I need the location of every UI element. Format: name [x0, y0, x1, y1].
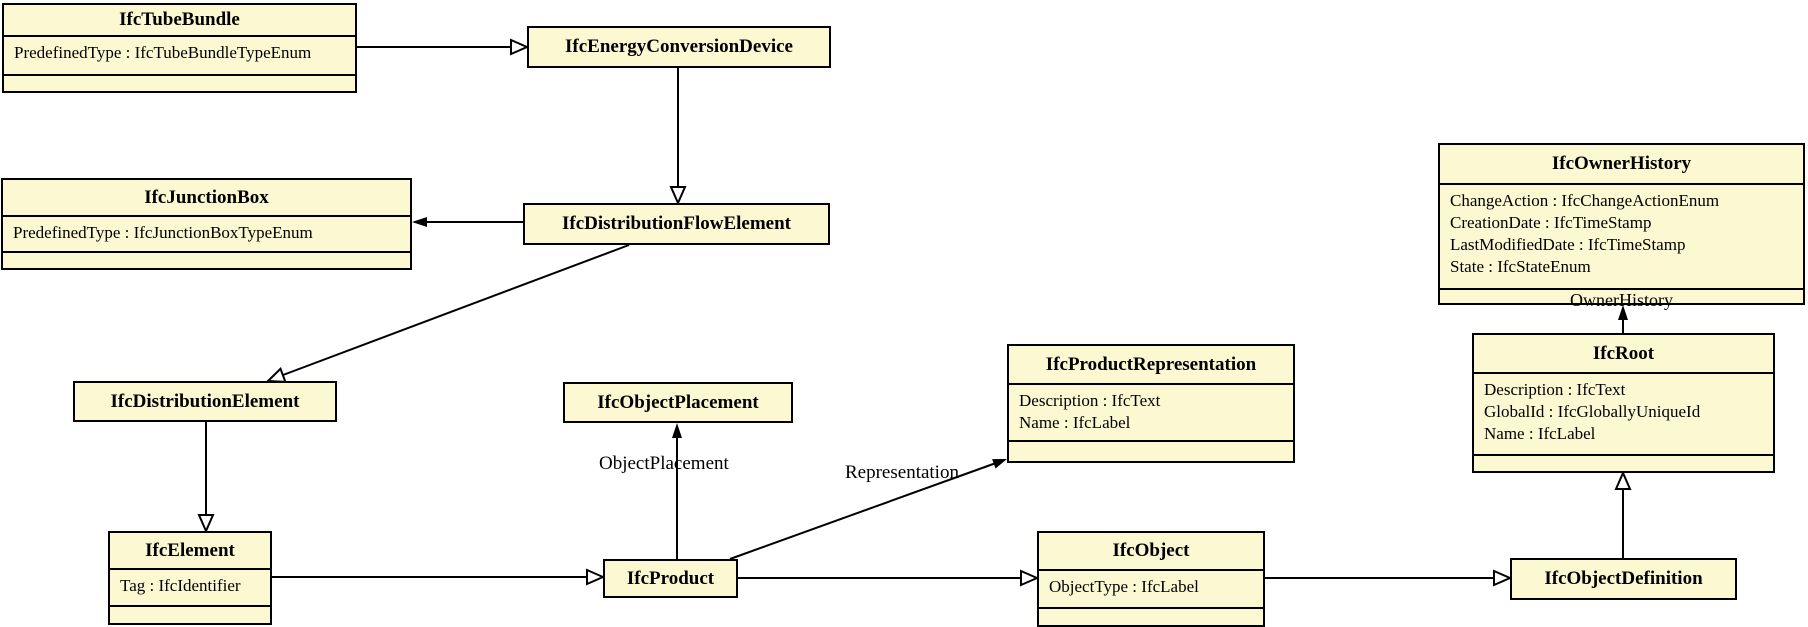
attribute-line: Description : IfcText	[1484, 380, 1626, 399]
class-title: IfcObject	[1112, 540, 1190, 561]
class-ifcdistributionflowelement: IfcDistributionFlowElement	[523, 203, 830, 245]
class-ifcjunctionbox: IfcJunctionBox PredefinedType : IfcJunct…	[1, 178, 412, 270]
hollow-arrowhead	[669, 186, 687, 206]
class-empty-compartment	[110, 605, 270, 623]
class-title: IfcProductRepresentation	[1045, 353, 1257, 375]
plain-arrowhead	[992, 459, 1007, 469]
attribute-line: CreationDate : IfcTimeStamp	[1450, 213, 1652, 232]
hollow-arrowhead	[586, 568, 606, 586]
class-empty-compartment	[1009, 440, 1293, 461]
plain-arrowhead	[672, 423, 682, 438]
attribute-line: PredefinedType : IfcJunctionBoxTypeEnum	[13, 223, 313, 242]
class-attributes: PredefinedType : IfcJunctionBoxTypeEnum	[3, 215, 410, 251]
plain-arrowhead	[1618, 305, 1628, 320]
edge-product-productrepresentation	[729, 462, 997, 560]
class-ifcroot: IfcRoot Description : IfcText GlobalId :…	[1472, 333, 1775, 473]
attribute-line: Name : IfcLabel	[1484, 424, 1596, 443]
attribute-line: ChangeAction : IfcChangeActionEnum	[1450, 191, 1720, 210]
class-ifctubebundle: IfcTubeBundle PredefinedType : IfcTubeBu…	[2, 3, 357, 93]
class-ifcownerhistory: IfcOwnerHistory ChangeAction : IfcChange…	[1438, 143, 1805, 310]
class-title: IfcObjectPlacement	[597, 391, 759, 413]
class-title: IfcObjectDefinition	[1544, 568, 1703, 589]
hollow-arrowhead	[1020, 569, 1040, 587]
attribute-line: Name : IfcLabel	[1019, 413, 1131, 432]
hollow-arrowhead	[265, 367, 287, 383]
class-attributes: ChangeAction : IfcChangeActionEnum Creat…	[1440, 183, 1803, 288]
class-title: IfcDistributionElement	[110, 390, 300, 412]
class-attributes: Description : IfcText GlobalId : IfcGlob…	[1474, 372, 1773, 454]
class-empty-compartment	[3, 251, 410, 268]
class-title: IfcDistributionFlowElement	[561, 213, 792, 234]
edge-distributionflowelement-distributionelement	[282, 244, 630, 376]
class-ifcobject: IfcObject ObjectType : IfcLabel	[1037, 531, 1265, 627]
edge-label-representation: Representation	[845, 462, 959, 483]
hollow-arrowhead	[1493, 569, 1513, 587]
class-attributes: Tag : IfcIdentifier	[110, 568, 270, 605]
hollow-arrowhead	[510, 38, 530, 56]
class-attributes: ObjectType : IfcLabel	[1039, 569, 1263, 607]
class-title: IfcEnergyConversionDevice	[565, 36, 793, 57]
class-title: IfcOwnerHistory	[1551, 153, 1692, 174]
attribute-line: GlobalId : IfcGloballyUniqueId	[1484, 402, 1701, 421]
class-ifcproductrepresentation: IfcProductRepresentation Description : I…	[1007, 344, 1295, 463]
attribute-line: ObjectType : IfcLabel	[1049, 577, 1199, 596]
class-ifcproduct: IfcProduct	[603, 559, 738, 598]
class-title: IfcTubeBundle	[119, 9, 240, 30]
class-title: IfcElement	[145, 539, 235, 561]
attribute-line: State : IfcStateEnum	[1450, 257, 1591, 276]
class-ifcenergyconversiondevice: IfcEnergyConversionDevice	[527, 26, 831, 68]
class-empty-compartment	[1474, 454, 1773, 471]
attribute-line: PredefinedType : IfcTubeBundleTypeEnum	[14, 43, 312, 62]
class-title: IfcRoot	[1592, 342, 1655, 364]
hollow-arrowhead	[197, 514, 215, 534]
class-title: IfcProduct	[626, 567, 715, 589]
class-empty-compartment	[1039, 607, 1263, 625]
class-ifcobjectdefinition: IfcObjectDefinition	[1510, 558, 1737, 600]
class-empty-compartment	[4, 74, 355, 91]
edge-label-objectplacement: ObjectPlacement	[599, 453, 729, 474]
plain-arrowhead	[412, 217, 427, 227]
class-ifcdistributionelement: IfcDistributionElement	[73, 381, 337, 422]
attribute-line: Description : IfcText	[1019, 391, 1161, 410]
attribute-line: LastModifiedDate : IfcTimeStamp	[1450, 235, 1686, 254]
class-title: IfcJunctionBox	[144, 186, 269, 208]
class-attributes: Description : IfcText Name : IfcLabel	[1009, 383, 1293, 440]
hollow-arrowhead	[1614, 470, 1632, 490]
association-end-label-ownerhistory: OwnerHistory	[1440, 288, 1803, 311]
attribute-line: Tag : IfcIdentifier	[120, 576, 241, 595]
class-ifcobjectplacement: IfcObjectPlacement	[563, 382, 793, 423]
class-ifcelement: IfcElement Tag : IfcIdentifier	[108, 531, 272, 625]
class-attributes: PredefinedType : IfcTubeBundleTypeEnum	[4, 35, 355, 74]
